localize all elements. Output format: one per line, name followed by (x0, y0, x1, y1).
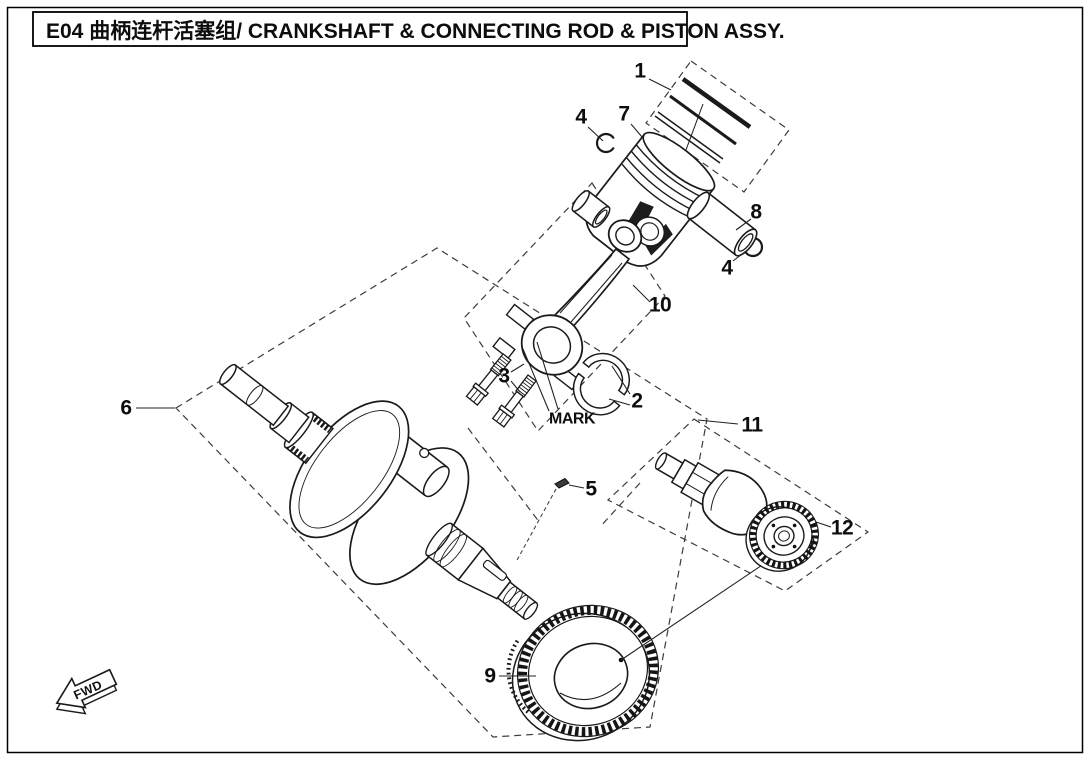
leader-line-4b (732, 250, 747, 262)
callout-4b: 4 (721, 257, 733, 280)
leader-line-4a (587, 126, 604, 142)
crankshaft-group-box (175, 247, 708, 738)
rod-bolts (465, 352, 537, 428)
callout-8: 8 (750, 201, 762, 224)
callout-leaders (136, 78, 832, 677)
circlip-top (595, 132, 615, 154)
page-border (6, 6, 1084, 754)
connecting-rod (492, 219, 643, 391)
leader-line-2 (608, 398, 631, 406)
leader-line-3 (510, 363, 525, 373)
callout-7: 7 (618, 103, 629, 126)
dashed-segment (599, 482, 641, 528)
callout-12: 12 (831, 517, 853, 540)
leader-line-5 (568, 484, 585, 489)
callout-numbers: 1 4 7 8 4 10 2 3 6 5 9 11 12 (120, 60, 853, 688)
leader-line-10 (632, 284, 651, 303)
small-end-bushing (571, 190, 611, 228)
leader-line-11 (697, 419, 739, 425)
title-box: E04 曲柄连杆活塞组/ CRANKSHAFT & CONNECTING ROD… (32, 11, 785, 47)
fwd-arrow: FWD (55, 668, 118, 715)
rings-group-box (645, 60, 790, 193)
page-title: E04 曲柄连杆活塞组/ CRANKSHAFT & CONNECTING ROD… (46, 19, 785, 43)
callout-11: 11 (741, 414, 763, 437)
callout-2: 2 (631, 390, 642, 413)
crankshaft (218, 363, 539, 620)
callout-10: 10 (649, 294, 671, 317)
timing-gear (506, 604, 660, 742)
callout-4a: 4 (575, 106, 587, 129)
callout-1: 1 (634, 60, 646, 83)
leader-line-8 (735, 218, 752, 231)
balancer-gear (745, 500, 819, 572)
woodruff-key (515, 477, 570, 563)
callout-9: 9 (484, 665, 495, 688)
callout-6: 6 (120, 397, 131, 420)
leader-line-2 (611, 365, 631, 395)
piston-pin (686, 191, 758, 257)
callout-5: 5 (585, 478, 597, 501)
dashed-segment (467, 427, 541, 524)
leader-line-1 (648, 78, 672, 91)
leader-line-12 (815, 521, 832, 528)
mark-label: MARK (549, 411, 596, 428)
leader-line-7 (630, 123, 643, 138)
mark-pointers (522, 341, 559, 412)
balancer-group-box (606, 418, 870, 592)
leader-line-3 (510, 380, 521, 393)
callout-3: 3 (498, 365, 509, 388)
bearing-shells (572, 352, 630, 416)
